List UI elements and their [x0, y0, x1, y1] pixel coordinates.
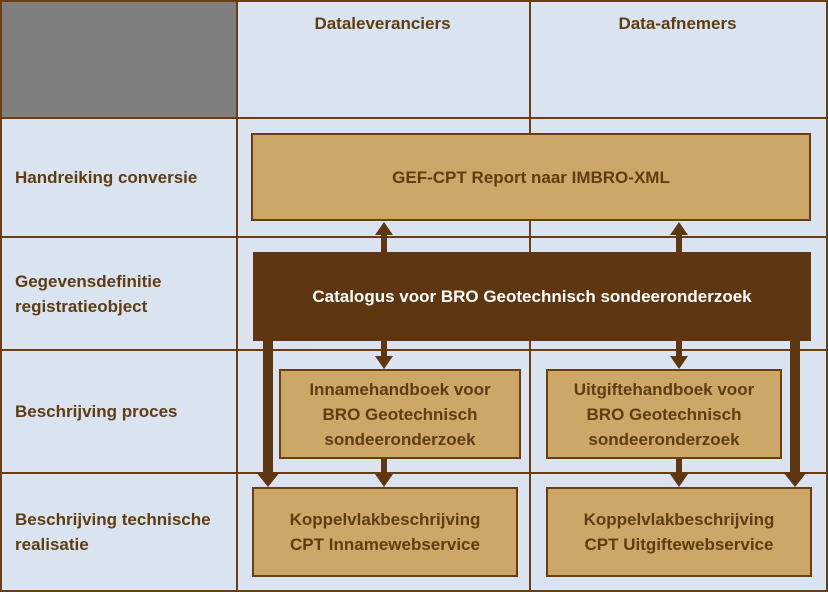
box-gef-cpt-report: GEF-CPT Report naar IMBRO-XML	[251, 133, 811, 221]
column-header-dataleveranciers: Dataleveranciers	[314, 14, 451, 33]
box-gef-cpt-report-label: GEF-CPT Report naar IMBRO-XML	[392, 167, 670, 187]
grid-line-horizontal-3	[2, 349, 826, 351]
box-innamehandboek: Innamehandboek voor BRO Geotechnisch son…	[279, 369, 521, 459]
box-koppelvlak-uitgifte-label: Koppelvlakbeschrijving CPT Uitgiftewebse…	[583, 510, 775, 554]
column-header-data-afnemers: Data-afnemers	[618, 14, 737, 33]
arrow-catalogus-to-gef-left	[381, 235, 387, 252]
row-label-beschrijving-proces: Beschrijving proces	[15, 402, 178, 421]
box-koppelvlak-uitgifte: Koppelvlakbeschrijving CPT Uitgiftewebse…	[546, 487, 812, 577]
row-label-handreiking-conversie: Handreiking conversie	[15, 168, 198, 187]
box-uitgiftehandboek-label: Uitgiftehandboek voor BRO Geotechnisch s…	[573, 379, 755, 449]
grid-line-horizontal-4	[2, 472, 826, 474]
grid-line-horizontal-1	[2, 117, 826, 119]
box-koppelvlak-inname-label: Koppelvlakbeschrijving CPT Innamewebserv…	[289, 510, 481, 554]
arrow-catalogus-to-innamehandboek	[381, 341, 387, 356]
arrow-uitgiftehandboek-to-koppelvlak-uitgifte	[676, 459, 682, 474]
arrow-catalogus-to-koppelvlak-uitgifte	[790, 341, 800, 472]
arrow-catalogus-to-koppelvlak-inname	[263, 341, 273, 472]
corner-cell	[2, 2, 236, 117]
box-koppelvlak-inname: Koppelvlakbeschrijving CPT Innamewebserv…	[252, 487, 518, 577]
box-catalogus: Catalogus voor BRO Geotechnisch sondeero…	[253, 252, 811, 341]
arrow-catalogus-to-uitgiftehandboek	[676, 341, 682, 356]
row-label-beschrijving-technische-realisatie: Beschrijving technische realisatie	[15, 510, 211, 554]
grid-line-vertical-1	[236, 2, 238, 590]
box-catalogus-label: Catalogus voor BRO Geotechnisch sondeero…	[312, 287, 752, 306]
box-uitgiftehandboek: Uitgiftehandboek voor BRO Geotechnisch s…	[546, 369, 782, 459]
arrow-catalogus-to-gef-right	[676, 235, 682, 252]
grid-line-horizontal-2	[2, 236, 826, 238]
box-innamehandboek-label: Innamehandboek voor BRO Geotechnisch son…	[309, 379, 491, 449]
arrow-innamehandboek-to-koppelvlak-inname	[381, 459, 387, 474]
row-label-gegevensdefinitie-registratieobject: Gegevensdefinitie registratieobject	[15, 271, 162, 316]
